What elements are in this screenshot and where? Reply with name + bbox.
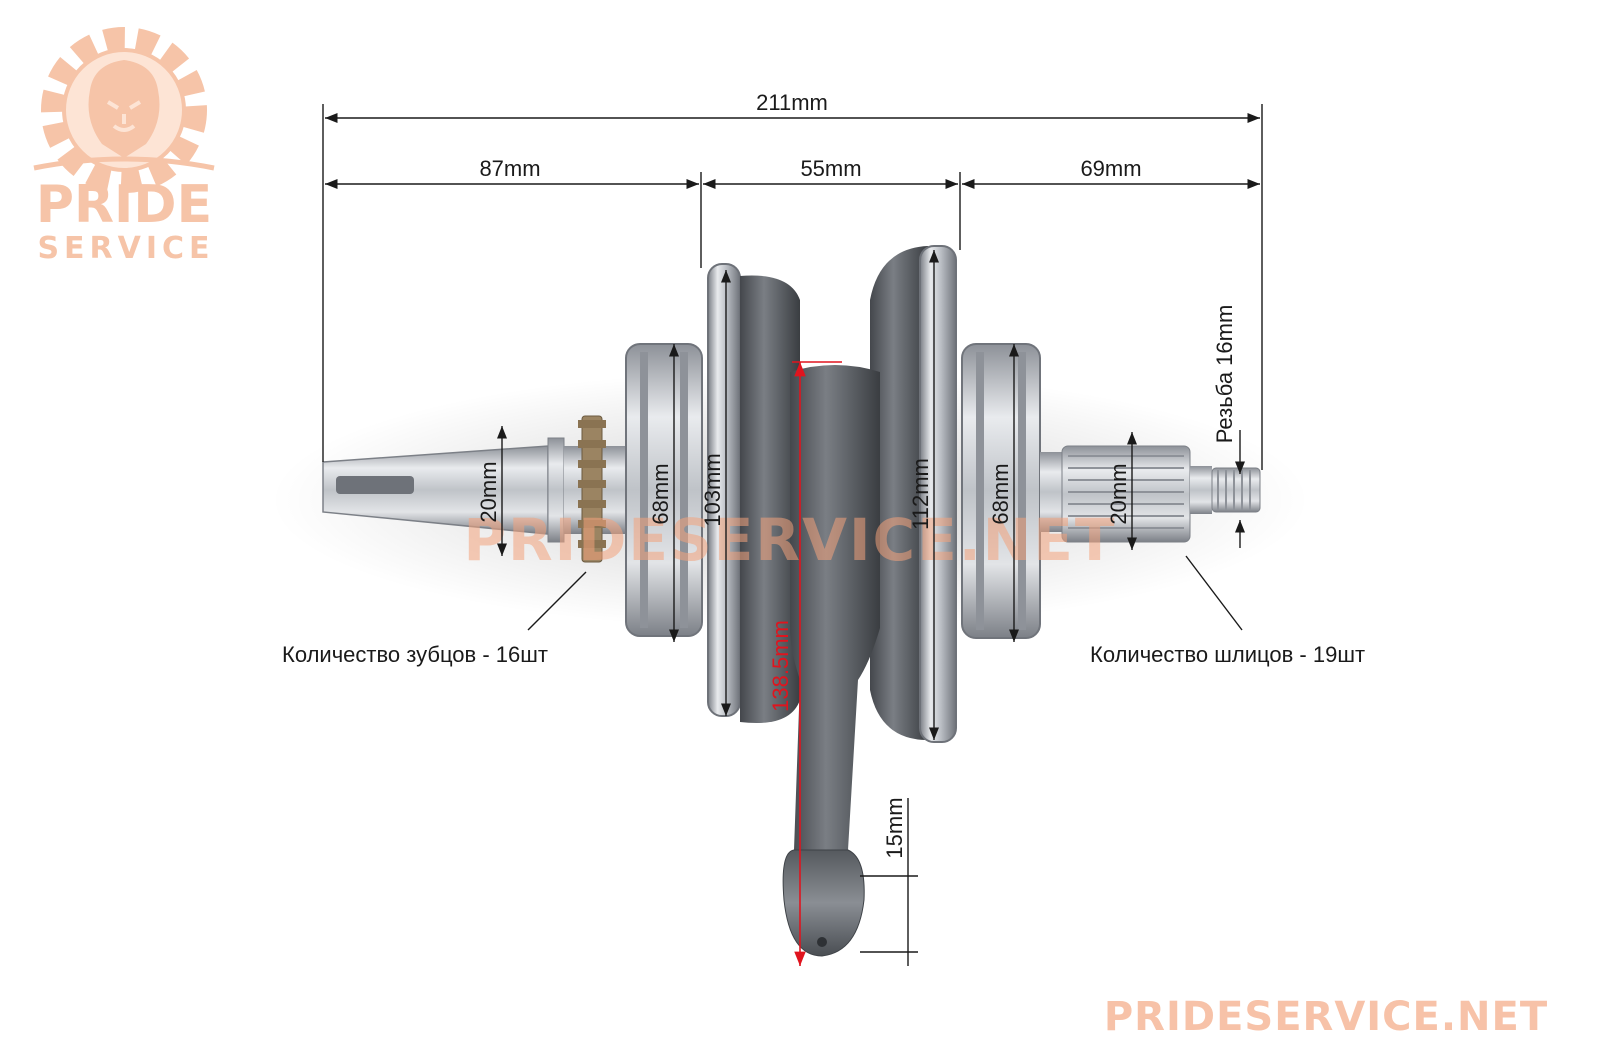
right-splined-shaft: [1040, 445, 1261, 543]
thread-label: Резьба 16mm: [1212, 305, 1237, 444]
left-bearing: [625, 343, 703, 637]
right-bearing: [961, 343, 1041, 639]
left-bearing-diameter-label: 68mm: [648, 463, 673, 524]
connecting-rod: [782, 365, 880, 957]
right-shaft-length-label: 69mm: [1080, 156, 1141, 181]
rod-length-label: 138.5mm: [768, 620, 793, 712]
spline-count-callout: Количество шлицов - 19шт: [1090, 642, 1365, 667]
small-end-label: 15mm: [882, 797, 907, 858]
overall-length-label: 211mm: [756, 90, 828, 115]
flywheel-width-label: 55mm: [800, 156, 861, 181]
sprocket-teeth-callout: Количество зубцов - 16шт: [282, 642, 548, 667]
logo-title: PRIDE: [36, 175, 212, 235]
left-web-diameter-label: 103mm: [700, 453, 725, 526]
footer-watermark: PRIDESERVICE.NET: [1104, 994, 1548, 1040]
rod-length-dimension: [792, 361, 842, 966]
left-shaft-diameter-label: 20mm: [476, 461, 501, 522]
logo-subtitle: SERVICE: [37, 231, 214, 266]
left-taper-shaft: [322, 437, 626, 543]
brand-logo: PRIDE SERVICE: [33, 27, 215, 266]
right-web-diameter-label: 112mm: [908, 458, 933, 530]
left-shaft-length-label: 87mm: [479, 156, 540, 181]
right-shaft-diameter-label: 20mm: [1106, 463, 1131, 524]
lion-gear-icon: [33, 27, 215, 193]
crankshaft-illustration: [270, 245, 1310, 957]
center-watermark: PRIDESERVICE.NET: [464, 506, 1117, 574]
right-bearing-diameter-label: 68mm: [988, 463, 1013, 524]
dimension-labels: 211mm 87mm 55mm 69mm 20mm 68mm 103mm 112…: [476, 90, 1237, 859]
drive-sprocket: [578, 415, 606, 563]
dimension-lines: [322, 104, 1263, 966]
